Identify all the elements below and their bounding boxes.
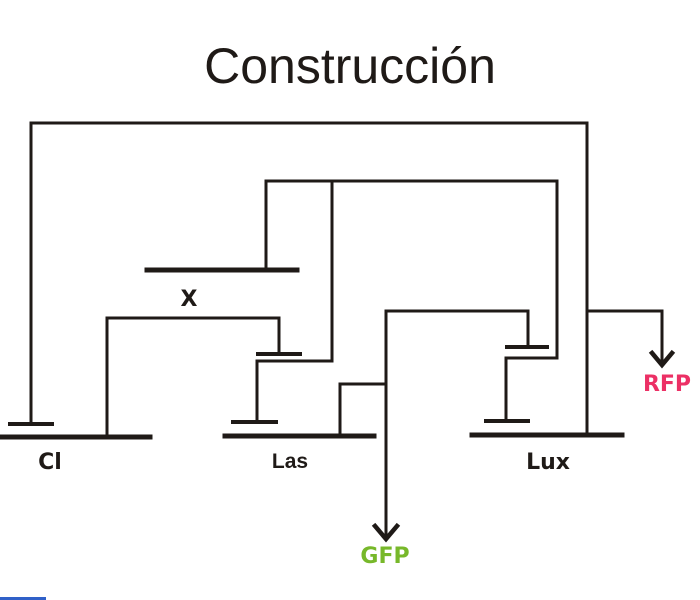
- gfp-arrow-head-icon: [371, 522, 401, 543]
- las-gene-label: Las: [272, 450, 308, 473]
- rfp-arrow-head-icon: [648, 349, 676, 369]
- lux-gene-label: Lux: [526, 450, 570, 475]
- cl-gene-label: Cl: [38, 450, 62, 475]
- gfp-label: GFP: [360, 544, 409, 569]
- rfp-label: RFP: [643, 372, 691, 397]
- figure-title: Construcción: [204, 37, 496, 94]
- bottom-left-blue-mark: [0, 597, 46, 600]
- x-gene-label: X: [181, 287, 198, 312]
